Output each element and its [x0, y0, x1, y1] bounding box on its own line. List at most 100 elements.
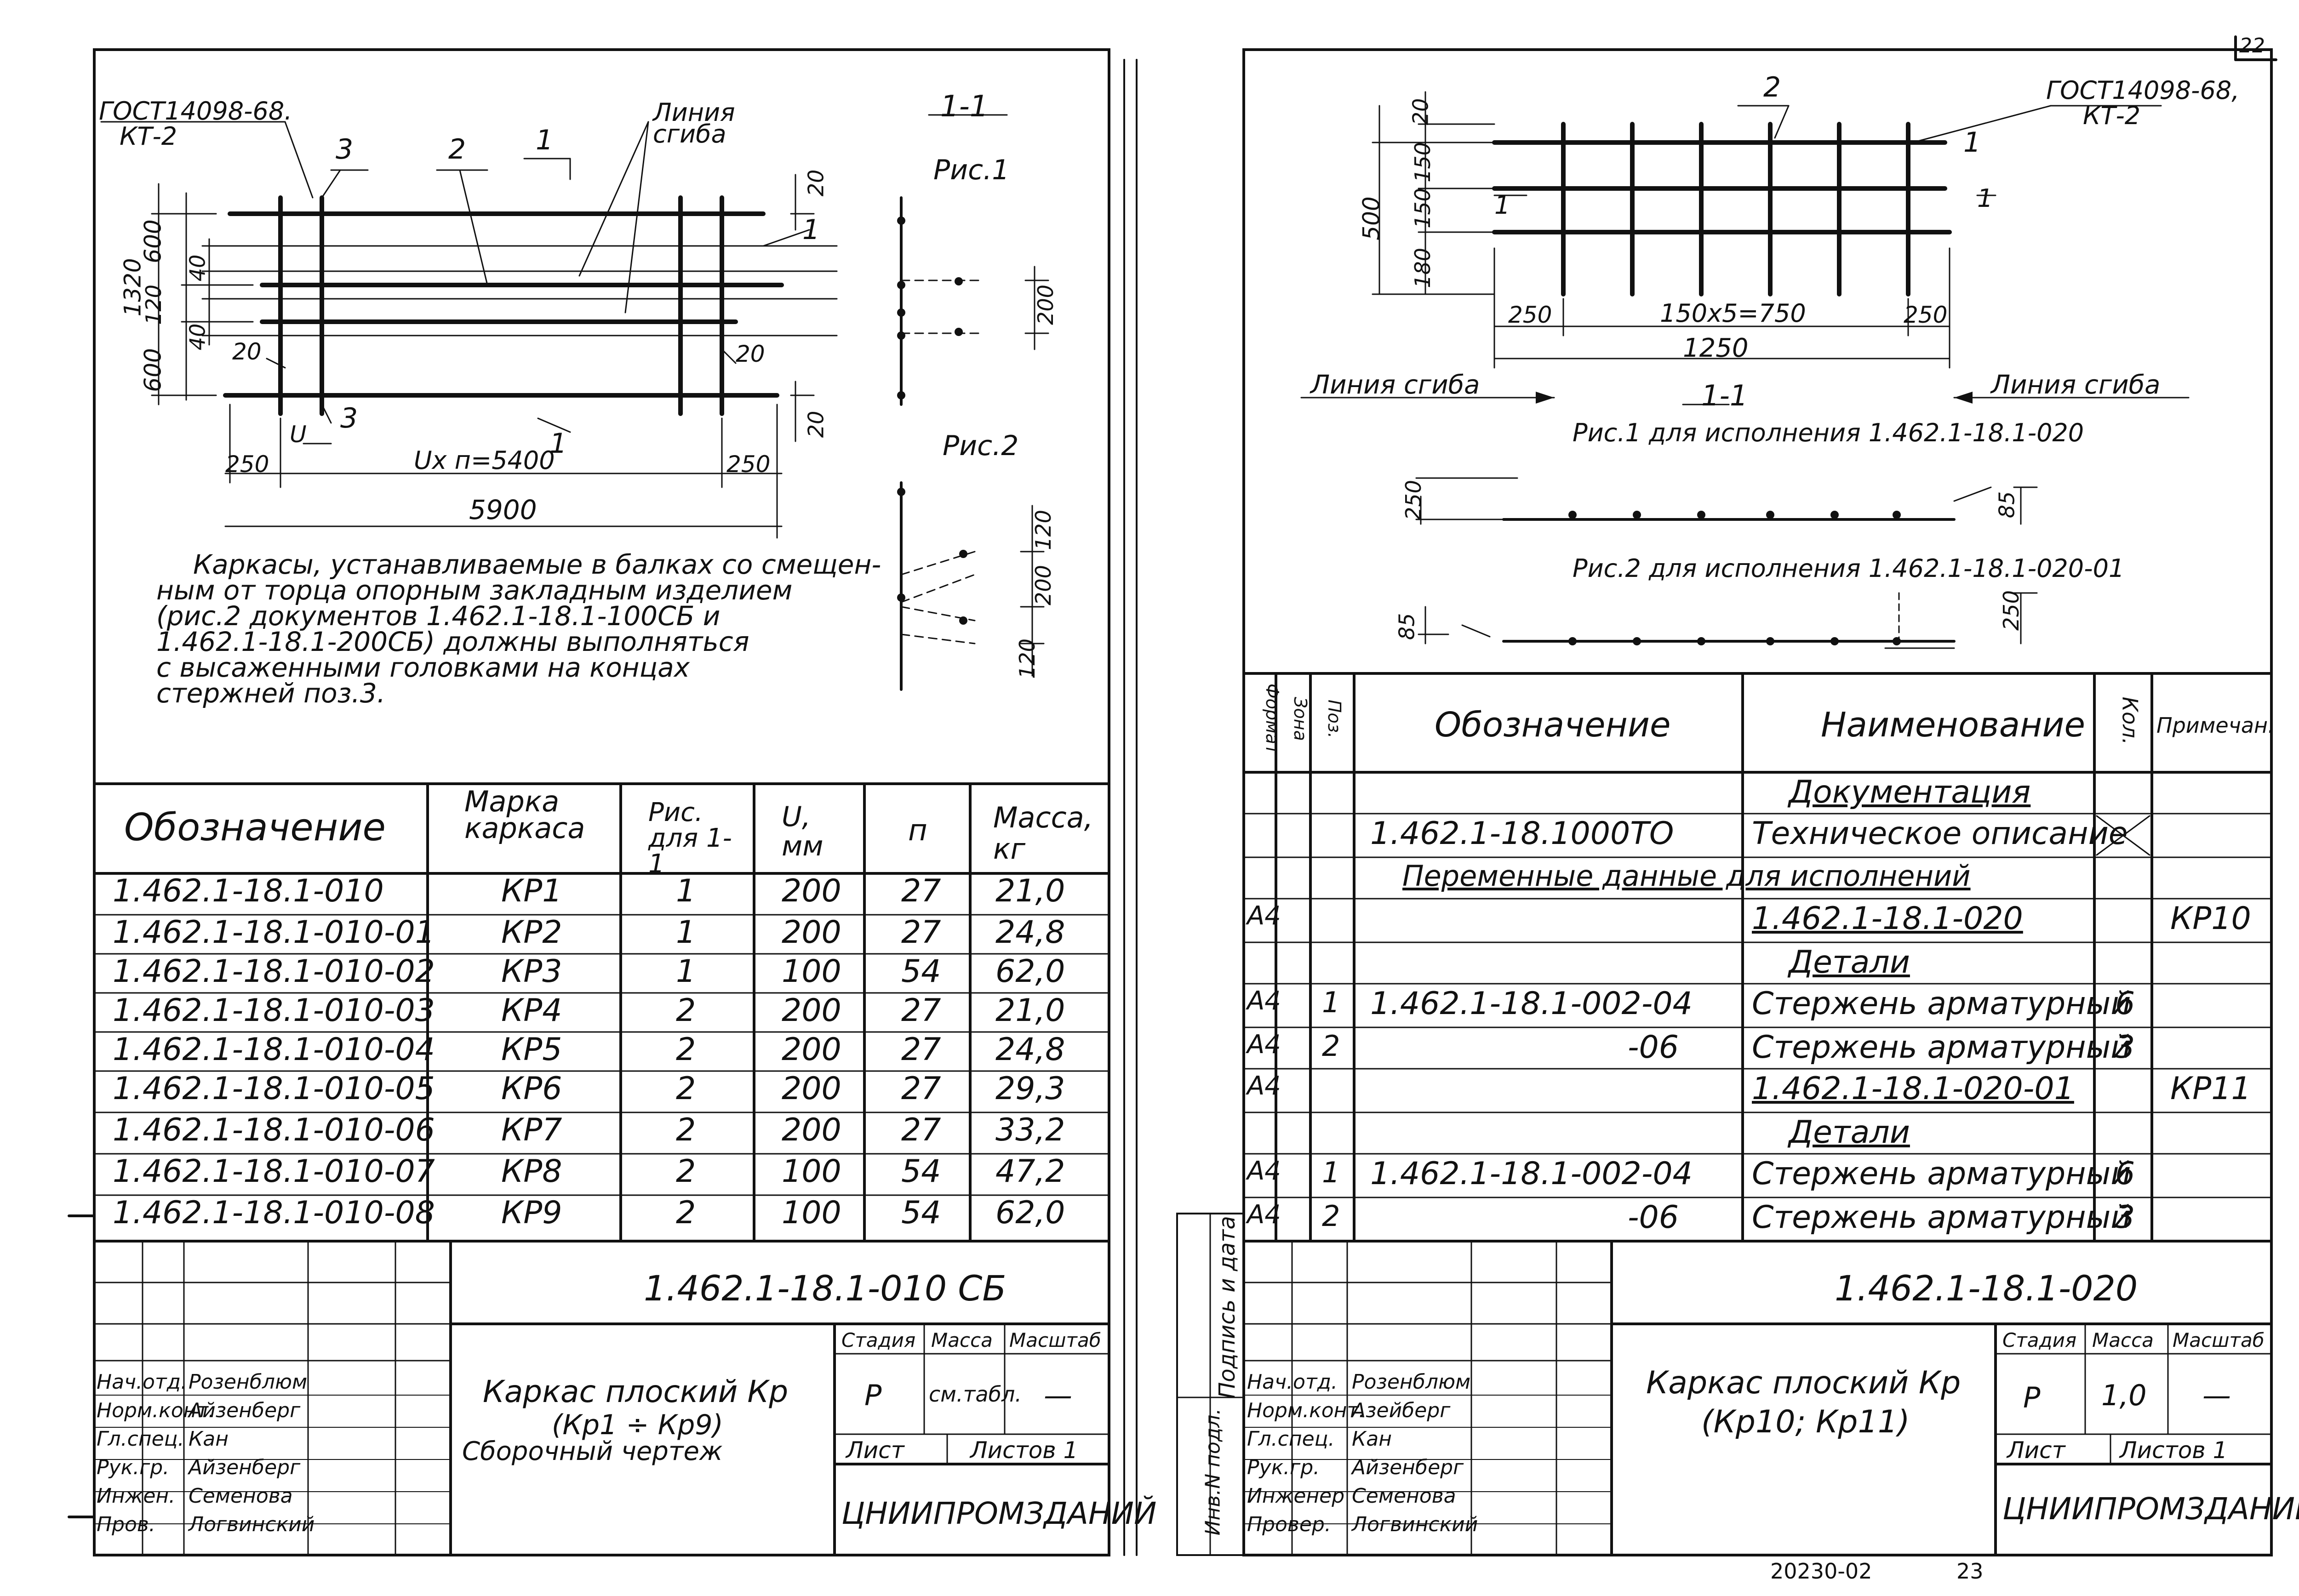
dim-150a-right: 150 — [1410, 142, 1435, 182]
callout-3: 3 — [336, 133, 354, 165]
table-cell: КР3 — [501, 953, 562, 990]
staff-role: Рук.гр. — [97, 1456, 170, 1479]
table-cell: 27 — [901, 1071, 941, 1107]
dim-150b-right: 150 — [1410, 188, 1435, 228]
table-cell-designation: 1.462.1-18.1-010-07 — [113, 1153, 435, 1190]
title-code-right: 1.462.1-18.1-020 — [1835, 1268, 2138, 1309]
staff-role: Гл.спец. — [97, 1427, 184, 1451]
stage-header-left: Стадия — [841, 1329, 916, 1351]
table-cell: 54 — [901, 953, 941, 990]
dim-500-right: 500 — [1358, 196, 1385, 240]
table-cell: 62,0 — [995, 1195, 1065, 1231]
stage-header-right: Стадия — [2002, 1329, 2077, 1351]
table-cell: 200 — [782, 1112, 841, 1148]
col-header-n: п — [908, 814, 927, 848]
dim-200: 200 — [1033, 285, 1058, 325]
dim-20b: 20 — [232, 338, 262, 365]
table-cell: 200 — [782, 914, 841, 951]
staff-name: Семенова — [189, 1484, 293, 1508]
dim-85b-right: 85 — [1394, 613, 1419, 640]
scale-value-left: — — [1044, 1379, 1072, 1412]
spec-cell-pos: 1 — [1322, 1156, 1340, 1189]
table-cell: КР5 — [501, 1032, 562, 1068]
table-cell: 24,8 — [995, 1032, 1065, 1068]
fig2-label-left: Рис.2 — [943, 430, 1019, 462]
table-cell-designation: 1.462.1-18.1-010-02 — [113, 953, 435, 990]
staff-role: Нач.отд. — [1247, 1370, 1338, 1394]
table-cell: 54 — [901, 1195, 941, 1231]
table-cell: КР6 — [501, 1071, 562, 1107]
table-cell: 47,2 — [995, 1153, 1065, 1190]
staff-name: Кан — [189, 1427, 229, 1451]
note-line: 1.462.1-18.1-200СБ) должны выполняться — [156, 626, 749, 657]
sheet-label-right: Лист — [2007, 1437, 2065, 1464]
table-cell: 1 — [676, 914, 696, 951]
table-cell: 62,0 — [995, 953, 1065, 990]
dim-20-right: 20 — [1408, 98, 1433, 125]
stage-value-right: Р — [2023, 1381, 2041, 1414]
callout-1-right: 1 — [1963, 126, 1981, 159]
note-line: стержней поз.3. — [156, 678, 386, 709]
col-header-u: U, мм — [782, 801, 824, 862]
spec-cell-des: 1.462.1-18.1000ТО — [1370, 815, 1674, 852]
spec-cell-name: 1.462.1-18.1-020 — [1752, 901, 2023, 937]
spec-cell-qty: 3 — [2115, 1199, 2135, 1236]
dim-150x5-right: 150х5=750 — [1660, 299, 1806, 328]
callout-2-right: 2 — [1763, 71, 1781, 103]
fig2-label-right: Рис.2 для исполнения 1.462.1-18.1-020-01 — [1573, 554, 2125, 583]
scale-header-left: Масштаб — [1009, 1329, 1101, 1351]
staff-role: Нач.отд. — [97, 1370, 187, 1394]
line-bend-right-right: Линия сгиба — [1991, 370, 2161, 400]
table-cell: 2 — [676, 1032, 696, 1068]
dim-200b: 200 — [1030, 565, 1056, 605]
staff-role: Гл.спец. — [1247, 1427, 1335, 1451]
staff-name: Розенблюм — [1352, 1370, 1471, 1394]
spec-cell-fmt: А4 — [1247, 1200, 1281, 1230]
sheet-label-left: Лист — [846, 1437, 904, 1464]
staff-name: Розенблюм — [189, 1370, 308, 1394]
dim-20a: 20 — [803, 169, 829, 197]
gost-sub: КТ-2 — [120, 122, 177, 151]
table-cell: КР1 — [501, 873, 562, 909]
table-cell: 200 — [782, 1071, 841, 1107]
table-cell: 27 — [901, 914, 941, 951]
table-cell: 21,0 — [995, 992, 1065, 1029]
col-header-fig: Рис. для 1-1 — [648, 798, 732, 879]
bottom-sheet: 23 — [1956, 1559, 1984, 1584]
table-cell: 24,8 — [995, 914, 1065, 951]
staff-role: Норм.конт. — [1247, 1399, 1365, 1422]
table-cell: 27 — [901, 873, 941, 909]
dim-40b: 40 — [185, 323, 210, 351]
table-cell-designation: 1.462.1-18.1-010 — [113, 873, 384, 909]
col-header-qty-r: Кол. — [2117, 696, 2143, 745]
gost-label: ГОСТ14098-68. — [99, 97, 292, 125]
col-header-note-r: Примечан. — [2156, 713, 2275, 738]
callout-2: 2 — [448, 133, 466, 165]
col-header-mass: Масса, кг — [993, 801, 1093, 866]
staff-role: Инженер — [1247, 1484, 1345, 1508]
mass-header-left: Масса — [931, 1329, 993, 1351]
spec-cell-name: Стержень арматурный — [1752, 1156, 2131, 1192]
staff-name: Логвинский — [189, 1513, 315, 1536]
org-name-right: ЦНИИПРОМЗДАНИЙ — [2002, 1491, 2299, 1527]
title-code-left: 1.462.1-18.1-010 СБ — [644, 1268, 1007, 1309]
staff-role: Провер. — [1247, 1513, 1331, 1536]
table-cell: 21,0 — [995, 873, 1065, 909]
dim-250d-right: 250 — [1998, 590, 2024, 631]
title-name-left-2: (Кр1 ÷ Кр9) — [552, 1409, 723, 1441]
staff-role: Норм.конт. — [97, 1399, 215, 1422]
gost-sub-right: КТ-2 — [2083, 101, 2141, 130]
staff-name: Айзенберг — [1352, 1456, 1464, 1479]
fig1-label-right: Рис.1 для исполнения 1.462.1-18.1-020 — [1573, 418, 2084, 447]
table-cell: 200 — [782, 992, 841, 1029]
staff-name: Айзенберг — [189, 1399, 301, 1422]
dim-5900: 5900 — [469, 494, 537, 525]
line-bend-left-right: Линия сгиба — [1310, 370, 1480, 400]
col-header-designation: Обозначение — [124, 806, 386, 849]
staff-name: Айзенберг — [189, 1456, 301, 1479]
spec-cell-name: Стержень арматурный — [1752, 986, 2131, 1022]
table-cell: КР2 — [501, 914, 562, 951]
spec-cell-des: -06 — [1628, 1029, 1679, 1066]
spec-cell-fmt: А4 — [1247, 901, 1281, 931]
